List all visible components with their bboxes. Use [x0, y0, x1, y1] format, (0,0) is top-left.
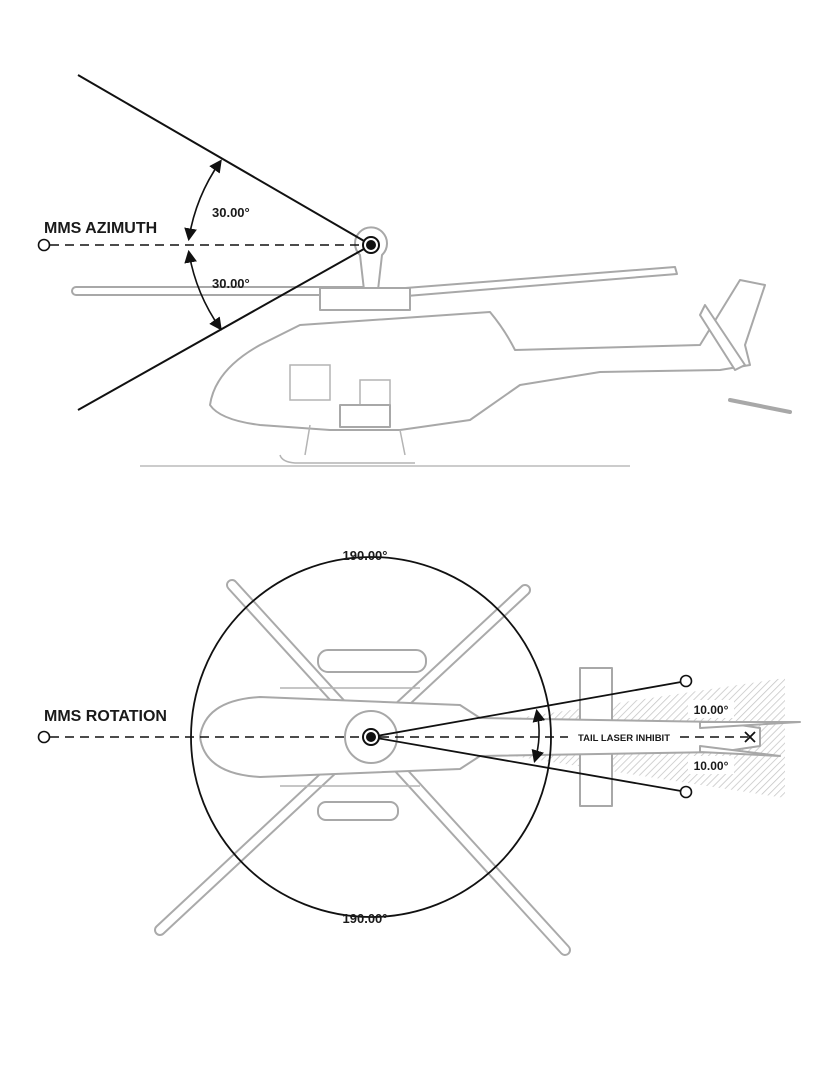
- lower-limit-line: [77, 244, 372, 411]
- main-rotor-blade-right: [379, 266, 678, 299]
- top-helicopter: [154, 579, 801, 956]
- laser-stop-x-icon: [744, 731, 756, 743]
- fuselage: [209, 279, 766, 431]
- weapon-pod-bottom: [317, 801, 399, 821]
- rotation-geometry: TAIL LASER INHIBIT 10.00° 10.00° MMS ROT…: [37, 548, 756, 926]
- bottom-rotation-angle-label: 190.00°: [343, 911, 388, 926]
- endpoint-circle: [37, 730, 51, 744]
- cockpit-window: [289, 364, 331, 401]
- inhibit-upper-line: [370, 681, 682, 738]
- inhibit-upper-angle-label: 10.00°: [694, 703, 729, 717]
- pivot-dot: [366, 732, 376, 742]
- inhibit-angle-arc: [531, 708, 546, 764]
- rotation-title: MMS ROTATION: [44, 708, 167, 725]
- weapon-pod-top: [317, 649, 427, 673]
- top-rotation-angle-label: 190.00°: [343, 548, 388, 563]
- lower-angle-arc: [184, 249, 222, 331]
- lower-angle-label: 30.00°: [212, 276, 250, 291]
- inhibit-lower-angle-label: 10.00°: [694, 759, 729, 773]
- endpoint-circle: [679, 674, 693, 688]
- azimuth-geometry: MMS AZIMUTH 30.00° 30.00°: [37, 74, 380, 411]
- fuselage-top: [199, 696, 761, 778]
- pivot-dot: [366, 240, 376, 250]
- side-helicopter: [71, 226, 792, 467]
- tail-laser-inhibit-label: TAIL LASER INHIBIT: [578, 733, 670, 744]
- endpoint-circle: [679, 785, 693, 799]
- inhibit-label-bg: [570, 729, 678, 745]
- tail-fin: [699, 304, 746, 371]
- upper-angle-label: 30.00°: [212, 205, 250, 220]
- endpoint-circle: [37, 238, 51, 252]
- landing-skids: [279, 424, 415, 464]
- tail-fins: [699, 721, 801, 757]
- upper-angle-arc: [184, 159, 222, 242]
- inhibit-lower-line: [370, 736, 682, 792]
- azimuth-title: MMS AZIMUTH: [44, 220, 157, 237]
- weapon-pod: [339, 404, 391, 428]
- tail-skid: [728, 398, 792, 414]
- upper-limit-line: [77, 74, 372, 246]
- rotor-hub: [319, 287, 411, 311]
